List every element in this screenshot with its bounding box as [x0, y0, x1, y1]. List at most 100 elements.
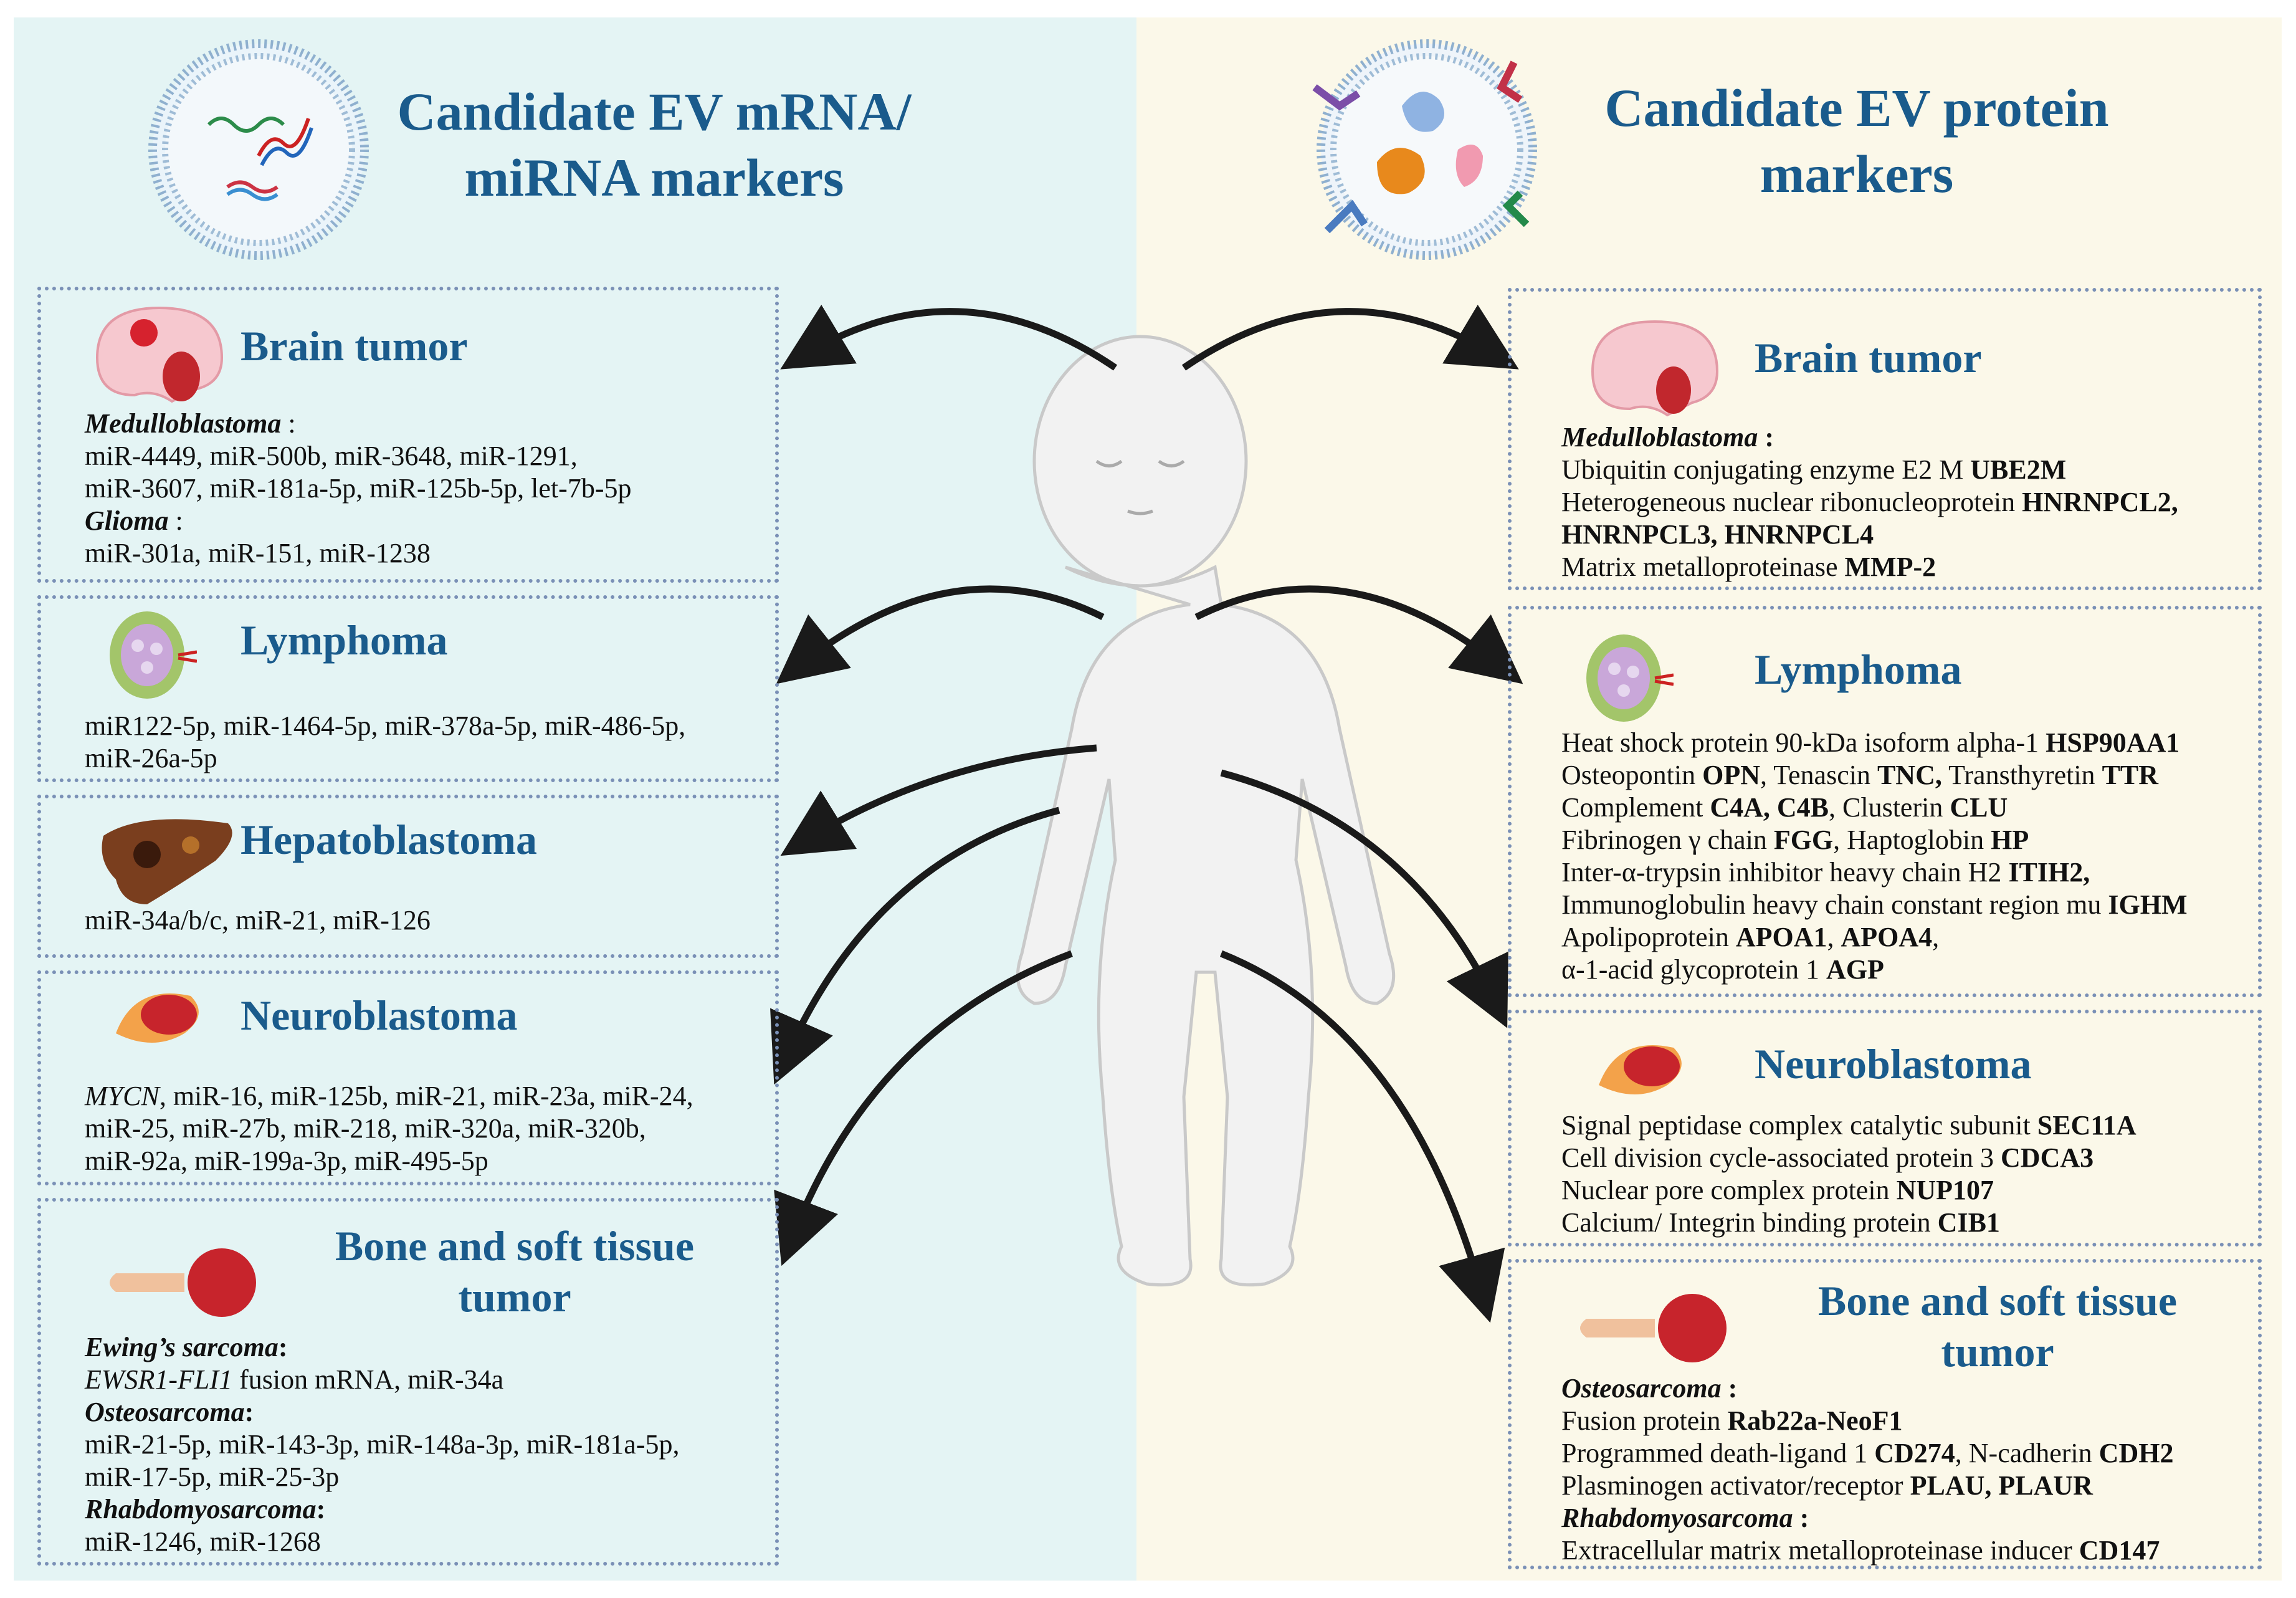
left_header-line2: miRNA markers — [464, 148, 844, 208]
right-lymphoma-l2d: TNC, — [1877, 760, 1942, 790]
marker-line: Heat shock protein 90-kDa isoform alpha-… — [1561, 727, 2246, 759]
right-lymphoma-l4a: Fibrinogen γ chain — [1561, 825, 1774, 855]
right-neuroblastoma-title: Neuroblastoma — [1755, 1040, 2032, 1088]
right-neuro-l3b: NUP107 — [1896, 1175, 1994, 1205]
right-brain-l1b: UBE2M — [1970, 454, 2067, 485]
left-bone-tumor-title: Bone and soft tissue tumor — [278, 1220, 751, 1323]
left-brain-tumor-title: Brain tumor — [241, 322, 468, 370]
left-brain-line-1: miR-4449, miR-500b, miR-3648, miR-1291, — [85, 441, 578, 471]
right-bone-l1b: Rab22a-NeoF1 — [1727, 1405, 1903, 1436]
arrow-right-brain — [1181, 304, 1519, 371]
marker-line: Matrix metalloproteinase MMP-2 — [1561, 551, 2246, 583]
right-lymphoma-l7c: , — [1827, 922, 1841, 952]
left-brain-sub2_suffix: : — [168, 505, 183, 536]
right-lymphoma-l5a: Inter-α-trypsin inhibitor heavy chain H2 — [1561, 857, 2009, 888]
ev-protein-vesicle-icon — [1290, 25, 1564, 274]
marker-line: Glioma : — [85, 505, 763, 537]
brain-icon-right — [1580, 315, 1723, 421]
right-brain-l4b: MMP-2 — [1844, 552, 1936, 582]
right-neuro-l3a: Nuclear pore complex protein — [1561, 1175, 1897, 1205]
marker-line: Rhabdomyosarcoma : — [1561, 1502, 2246, 1534]
right-lymphoma-title: Lymphoma — [1755, 646, 1962, 693]
arrow-left-neuro — [770, 806, 1060, 1085]
left-lymphoma-line-2: miR-26a-5p — [85, 743, 217, 773]
right-neuro-l2a: Cell division cycle-associated protein 3 — [1561, 1142, 2001, 1173]
marker-line: Apolipoprotein APOA1, APOA4, — [1561, 921, 2246, 954]
right-lymphoma-l6a: Immunoglobulin heavy chain constant regi… — [1561, 889, 2108, 920]
right-neuro-l1b: SEC11A — [2037, 1110, 2136, 1141]
marker-line: Nuclear pore complex protein NUP107 — [1561, 1174, 2246, 1207]
right-bone-l2d: CDH2 — [2098, 1438, 2174, 1468]
ewsr1-fli1-label: EWSR1-FLI1 — [85, 1364, 233, 1395]
child-body-illustration — [885, 299, 1396, 1346]
ev-rna-vesicle-icon — [140, 31, 377, 268]
marker-line: HNRNPCL3, HNRNPCL4 — [1561, 519, 2246, 551]
arrow-right-bone — [1219, 950, 1505, 1323]
right-lymphoma-l8b: AGP — [1826, 954, 1884, 985]
right-neuroblastoma-card: Neuroblastoma Signal peptidase complex c… — [1508, 1010, 2262, 1246]
marker-line: Fibrinogen γ chain FGG, Haptoglobin HP — [1561, 824, 2246, 856]
arrow-right-lymphoma — [1194, 585, 1523, 684]
right-brain-l3b: HNRNPCL3, HNRNPCL4 — [1561, 519, 1874, 550]
marker-line: Immunoglobulin heavy chain constant regi… — [1561, 889, 2246, 921]
marker-line: MYCN, miR-16, miR-125b, miR-21, miR-23a,… — [85, 1080, 763, 1112]
right-brain-l2a: Heterogeneous nuclear ribonucleoprotein — [1561, 487, 2022, 517]
right-bone-l2b: CD274 — [1874, 1438, 1955, 1468]
right-bone-l2c: , N-cadherin — [1955, 1438, 2099, 1468]
left-bone-sub2_suffix: : — [244, 1397, 254, 1427]
medulloblastoma-label: Medulloblastoma — [85, 408, 282, 439]
right-brain-l2b: HNRNPCL2, — [2022, 487, 2178, 517]
right-lymphoma-l4c: , Haptoglobin — [1833, 825, 1991, 855]
right-lymphoma-l3a: Complement — [1561, 792, 1710, 823]
brain-icon — [85, 302, 228, 408]
right-lymphoma-l2f: TTR — [2102, 760, 2159, 790]
right-brain-sub1_suffix: : — [1758, 422, 1774, 452]
right-lymphoma-card: Lymphoma Heat shock protein 90-kDa isofo… — [1508, 606, 2262, 997]
arrow-left-brain — [780, 304, 1118, 371]
right-bone-sub2: Rhabdomyosarcoma — [1561, 1503, 1793, 1533]
left-brain-line-2: miR-3607, miR-181a-5p, miR-125b-5p, let-… — [85, 473, 632, 504]
right-lymphoma-l2c: , Tenascin — [1760, 760, 1877, 790]
left-panel-background — [14, 17, 1136, 1581]
lymph-node-icon-right — [1580, 631, 1674, 725]
right-lymphoma-l2a: Osteopontin — [1561, 760, 1703, 790]
left-neuro-line-2: miR-25, miR-27b, miR-218, miR-320a, miR-… — [85, 1113, 646, 1144]
glioma-label: Glioma — [85, 505, 169, 536]
right-bone-tumor-title: Bone and soft tissue tumor — [1755, 1275, 2241, 1377]
left-bone-line-3: miR-17-5p, miR-25-3p — [85, 1462, 340, 1492]
left-neuro-l1_rest: , miR-16, miR-125b, miR-21, miR-23a, miR… — [159, 1081, 693, 1111]
marker-line: Osteosarcoma: — [85, 1396, 763, 1428]
marker-line: Plasminogen activator/receptor PLAU, PLA… — [1561, 1470, 2246, 1502]
left-bone-sub3_suffix: : — [316, 1494, 326, 1524]
bone-tumor-icon-right — [1580, 1285, 1736, 1366]
osteosarcoma-label: Osteosarcoma — [85, 1397, 245, 1427]
arrow-left-bone — [774, 950, 1073, 1266]
left-brain-tumor-card: Brain tumor Medulloblastoma : miR-4449, … — [37, 287, 779, 583]
right-lymphoma-l5b: ITIH2, — [2008, 857, 2090, 888]
right-brain-l4a: Matrix metalloproteinase — [1561, 552, 1845, 582]
marker-line: Rhabdomyosarcoma: — [85, 1493, 763, 1526]
left-brain-sub1_suffix: : — [281, 408, 296, 439]
marker-line: α-1-acid glycoprotein 1 AGP — [1561, 954, 2246, 986]
right-bone-l2a: Programmed death-ligand 1 — [1561, 1438, 1875, 1468]
left-hepato-line-1: miR-34a/b/c, miR-21, miR-126 — [85, 905, 431, 935]
marker-line: EWSR1-FLI1 fusion mRNA, miR-34a — [85, 1364, 763, 1396]
right-lymphoma-l3b: C4A, C4B — [1710, 792, 1829, 823]
lymph-node-icon — [103, 608, 197, 702]
marker-line: Osteosarcoma : — [1561, 1372, 2246, 1405]
left-bone-line-4: miR-1246, miR-1268 — [85, 1526, 321, 1557]
right-bone-tumor-card: Bone and soft tissue tumor Osteosarcoma … — [1508, 1259, 2262, 1569]
arrow-left-lymphoma — [776, 585, 1105, 684]
left-neuroblastoma-card: Neuroblastoma MYCN, miR-16, miR-125b, mi… — [37, 970, 779, 1185]
left-bone-line-2: miR-21-5p, miR-143-3p, miR-148a-3p, miR-… — [85, 1429, 680, 1460]
right-brain-sub1: Medulloblastoma — [1561, 422, 1758, 452]
arrow-right-neuro — [1220, 769, 1508, 1028]
right-bone-title2: tumor — [1941, 1328, 2054, 1376]
right-lymphoma-l7b: APOA1 — [1735, 922, 1827, 952]
right-lymphoma-l8a: α-1-acid glycoprotein 1 — [1561, 954, 1827, 985]
right-lymphoma-l2e: Transthyretin — [1941, 760, 2102, 790]
right-lymphoma-l7d: APOA4 — [1841, 922, 1933, 952]
right-bone-l3b: PLAU, PLAUR — [1910, 1470, 2093, 1501]
left-bone-title1: Bone and soft tissue — [335, 1222, 695, 1270]
